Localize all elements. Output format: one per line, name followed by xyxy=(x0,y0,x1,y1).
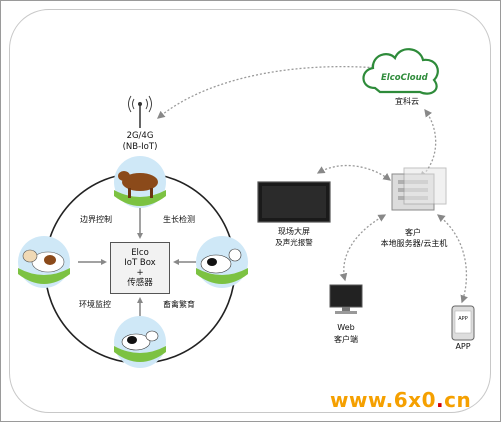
cow-image-right xyxy=(196,236,248,288)
cow-image-bottom xyxy=(114,316,166,368)
network-label-2: (NB-IoT) xyxy=(122,142,158,152)
iot-box: Elco IoT Box + 传感器 xyxy=(110,242,170,294)
screen-icon xyxy=(257,181,331,223)
watermark-prefix: www. xyxy=(330,388,394,412)
link-cloud-server xyxy=(419,108,437,179)
watermark-main: 6x0 xyxy=(393,388,436,412)
screen-label-1: 现场大屏 xyxy=(278,227,310,236)
screen-label-2: 及声光报警 xyxy=(275,238,313,247)
watermark: www.6x0.cn xyxy=(330,388,471,412)
phone-screen-text: APP xyxy=(458,316,468,322)
network-label-1: 2G/4G xyxy=(126,131,154,141)
label-environment-monitoring: 环境监控 xyxy=(79,300,111,309)
phone-icon xyxy=(451,305,475,341)
diagram-panel xyxy=(9,9,491,413)
iot-box-line3: + xyxy=(136,268,144,278)
link-antenna-cloud xyxy=(156,63,380,119)
cloud-icon xyxy=(362,48,439,95)
iot-box-line1: Elco xyxy=(131,248,149,258)
watermark-suffix: cn xyxy=(444,388,472,412)
web-monitor-icon xyxy=(329,284,363,314)
link-screen-server xyxy=(316,164,392,181)
label-breeding: 畜禽繁育 xyxy=(163,300,195,309)
iot-box-line2: IoT Box xyxy=(124,258,156,268)
label-growth-monitoring: 生长检测 xyxy=(163,215,195,224)
cloud-logo-text: ElcoCloud xyxy=(381,73,428,83)
web-label-1: Web xyxy=(337,323,355,332)
server-label-1: 客户 xyxy=(405,228,421,237)
watermark-dot: . xyxy=(435,388,445,412)
server-icon xyxy=(391,167,447,211)
label-boundary-control: 边界控制 xyxy=(80,215,112,224)
cow-image-top xyxy=(114,156,166,208)
cloud-label: 宜科云 xyxy=(395,97,419,106)
app-label: APP xyxy=(455,342,471,351)
cow-image-left xyxy=(18,236,70,288)
web-label-2: 客户端 xyxy=(334,335,358,344)
server-label-2: 本地服务器/云主机 xyxy=(380,239,448,248)
link-server-app xyxy=(436,214,468,304)
iot-box-line4: 传感器 xyxy=(127,278,153,288)
link-server-web xyxy=(339,214,387,282)
antenna-icon xyxy=(128,95,152,128)
